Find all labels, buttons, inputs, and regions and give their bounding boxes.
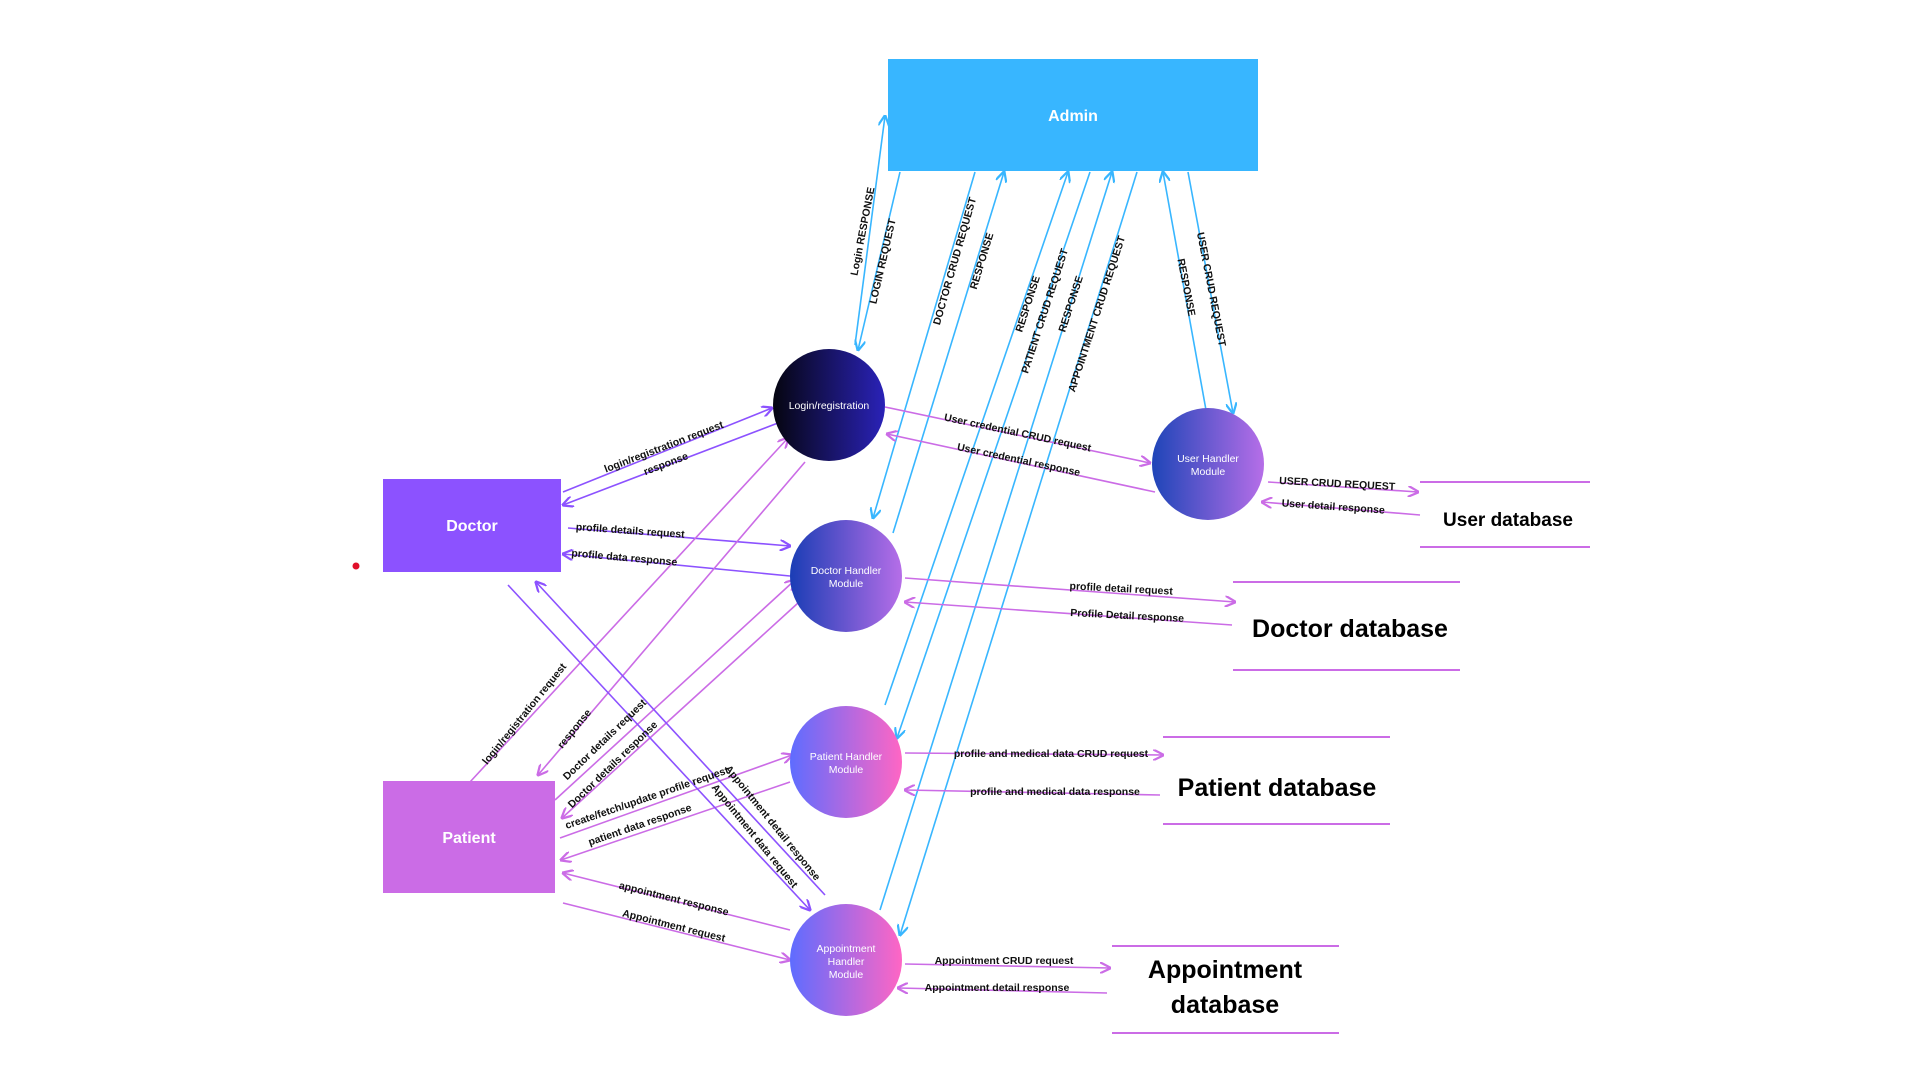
appointment-response-arrow (563, 873, 791, 931)
patient-handler-circle (790, 706, 902, 818)
login-request-arrow (858, 171, 901, 350)
stray-dot (352, 562, 360, 570)
profile-data-response-arrow (563, 554, 791, 577)
label-login-request: LOGIN REQUEST (867, 217, 898, 305)
label-user-db-request: USER CRUD REQUEST (1279, 475, 1396, 493)
login-label: Login/registration (789, 400, 870, 412)
label-login-response: Login RESPONSE (849, 186, 878, 276)
doctor-handler-label-2: Module (829, 578, 864, 590)
appointment-handler-circle (790, 904, 902, 1016)
appointment-handler-process: Appointment Handler Module (790, 904, 902, 1016)
label-user-response: RESPONSE (1174, 258, 1197, 318)
label-patient-login-request: login/registration request (480, 661, 569, 767)
patient-login-request-arrow (469, 438, 788, 783)
patient-handler-process: Patient Handler Module (790, 706, 902, 818)
appointment-handler-label-3: Module (829, 969, 864, 981)
label-patient-login-response: response (555, 707, 594, 751)
doctor-handler-process: Doctor Handler Module (790, 520, 902, 632)
user-db-label: User database (1443, 510, 1573, 531)
user-db-response-arrow (1262, 502, 1421, 516)
doctor-details-request-arrow (554, 580, 795, 801)
appointment-db-response-arrow (898, 988, 1108, 993)
label-profile-data-response: profile data response (571, 547, 678, 568)
profile-details-request-arrow (567, 527, 790, 546)
label-user-db-response: User detail response (1281, 497, 1385, 516)
appointment-detail-response-arrow (536, 582, 826, 896)
appointment-data-request-arrow (507, 584, 810, 910)
user-handler-label-2: Module (1191, 466, 1226, 478)
label-profile-detail-response: Profile Detail response (1070, 607, 1184, 625)
doctor-entity: Doctor (383, 479, 561, 572)
patient-handler-label-2: Module (829, 764, 864, 776)
label-profile-detail-request: profile detail request (1069, 580, 1173, 597)
doctor-details-response-arrow (562, 602, 799, 818)
profile-medical-response-arrow (905, 790, 1161, 796)
user-response-arrow (1163, 172, 1207, 411)
login-circle (773, 349, 885, 461)
label-profile-medical-response: profile and medical data response (970, 786, 1140, 798)
user-handler-process: User Handler Module (1152, 408, 1264, 520)
user-handler-circle (1152, 408, 1264, 520)
label-patient-response-2: RESPONSE (1056, 274, 1085, 333)
label-doctor-crud-request: DOCTOR CRUD REQUEST (931, 195, 979, 326)
doctor-datastore: Doctor database (1233, 581, 1460, 671)
admin-entity: Admin (888, 59, 1258, 171)
profile-detail-response-arrow (905, 602, 1233, 626)
appointment-request-arrow (562, 902, 790, 960)
label-profile-medical-request: profile and medical data CRUD request (954, 748, 1149, 760)
admin-box (888, 59, 1258, 171)
admin-label: Admin (1048, 108, 1098, 125)
appointment-db-label-2: database (1171, 991, 1279, 1019)
patient-db-label: Patient database (1178, 774, 1377, 802)
patient-label: Patient (442, 830, 496, 847)
appointment-db-label-1: Appointment (1148, 956, 1303, 984)
user-handler-label-1: User Handler (1177, 453, 1239, 465)
appointment-handler-label-1: Appointment (817, 943, 876, 955)
profile-medical-request-arrow (904, 753, 1163, 755)
doctor-handler-circle (790, 520, 902, 632)
appointment-handler-label-2: Handler (828, 956, 865, 968)
appointment-db-request-arrow (904, 964, 1110, 968)
user-crud-request-arrow (1187, 171, 1233, 413)
label-doctor-response: RESPONSE (968, 231, 997, 290)
patient-box (383, 781, 555, 893)
login-response-arrow (854, 116, 885, 346)
label-appointment-db-request: Appointment CRUD request (935, 955, 1074, 967)
user-datastore: User database (1420, 481, 1590, 548)
user-credential-response-arrow (887, 434, 1156, 493)
doctor-response-arrow (892, 172, 1004, 534)
admin-flows (855, 116, 1233, 935)
edge-labels: Login RESPONSE LOGIN REQUEST DOCTOR CRUD… (480, 186, 1396, 994)
patient-crud-request-arrow (897, 171, 1091, 738)
label-profile-details-request: profile details request (575, 521, 685, 541)
doctor-box (383, 479, 561, 572)
profile-detail-request-arrow (904, 577, 1235, 602)
create-profile-request-arrow (559, 755, 792, 839)
user-credential-request-arrow (884, 406, 1150, 463)
doctor-label: Doctor (446, 518, 498, 535)
patient-response-arrow (884, 172, 1068, 706)
login-process: Login/registration (773, 349, 885, 461)
patient-datastore: Patient database (1163, 736, 1390, 825)
doctor-login-response-arrow (563, 422, 779, 505)
label-appointment-db-response: Appointment detail response (925, 982, 1070, 994)
patient-data-response-arrow (561, 781, 791, 860)
appointment-crud-request-arrow (900, 171, 1138, 935)
doctor-db-label: Doctor database (1252, 615, 1448, 643)
label-user-crud-request: USER CRUD REQUEST (1194, 231, 1228, 348)
label-appointment-crud-request: APPOINTMENT CRUD REQUEST (1066, 234, 1128, 394)
appointment-response-arrow (879, 172, 1112, 911)
patient-entity: Patient (383, 781, 555, 893)
patient-login-response-arrow (538, 461, 806, 775)
purple-flows (469, 406, 1421, 993)
user-db-request-arrow (1267, 481, 1418, 492)
doctor-login-request-arrow (562, 408, 772, 493)
doctor-handler-label-1: Doctor Handler (811, 565, 882, 577)
patient-handler-label-1: Patient Handler (810, 751, 883, 763)
appointment-datastore: Appointment database (1112, 945, 1339, 1034)
doctor-crud-request-arrow (873, 171, 976, 518)
